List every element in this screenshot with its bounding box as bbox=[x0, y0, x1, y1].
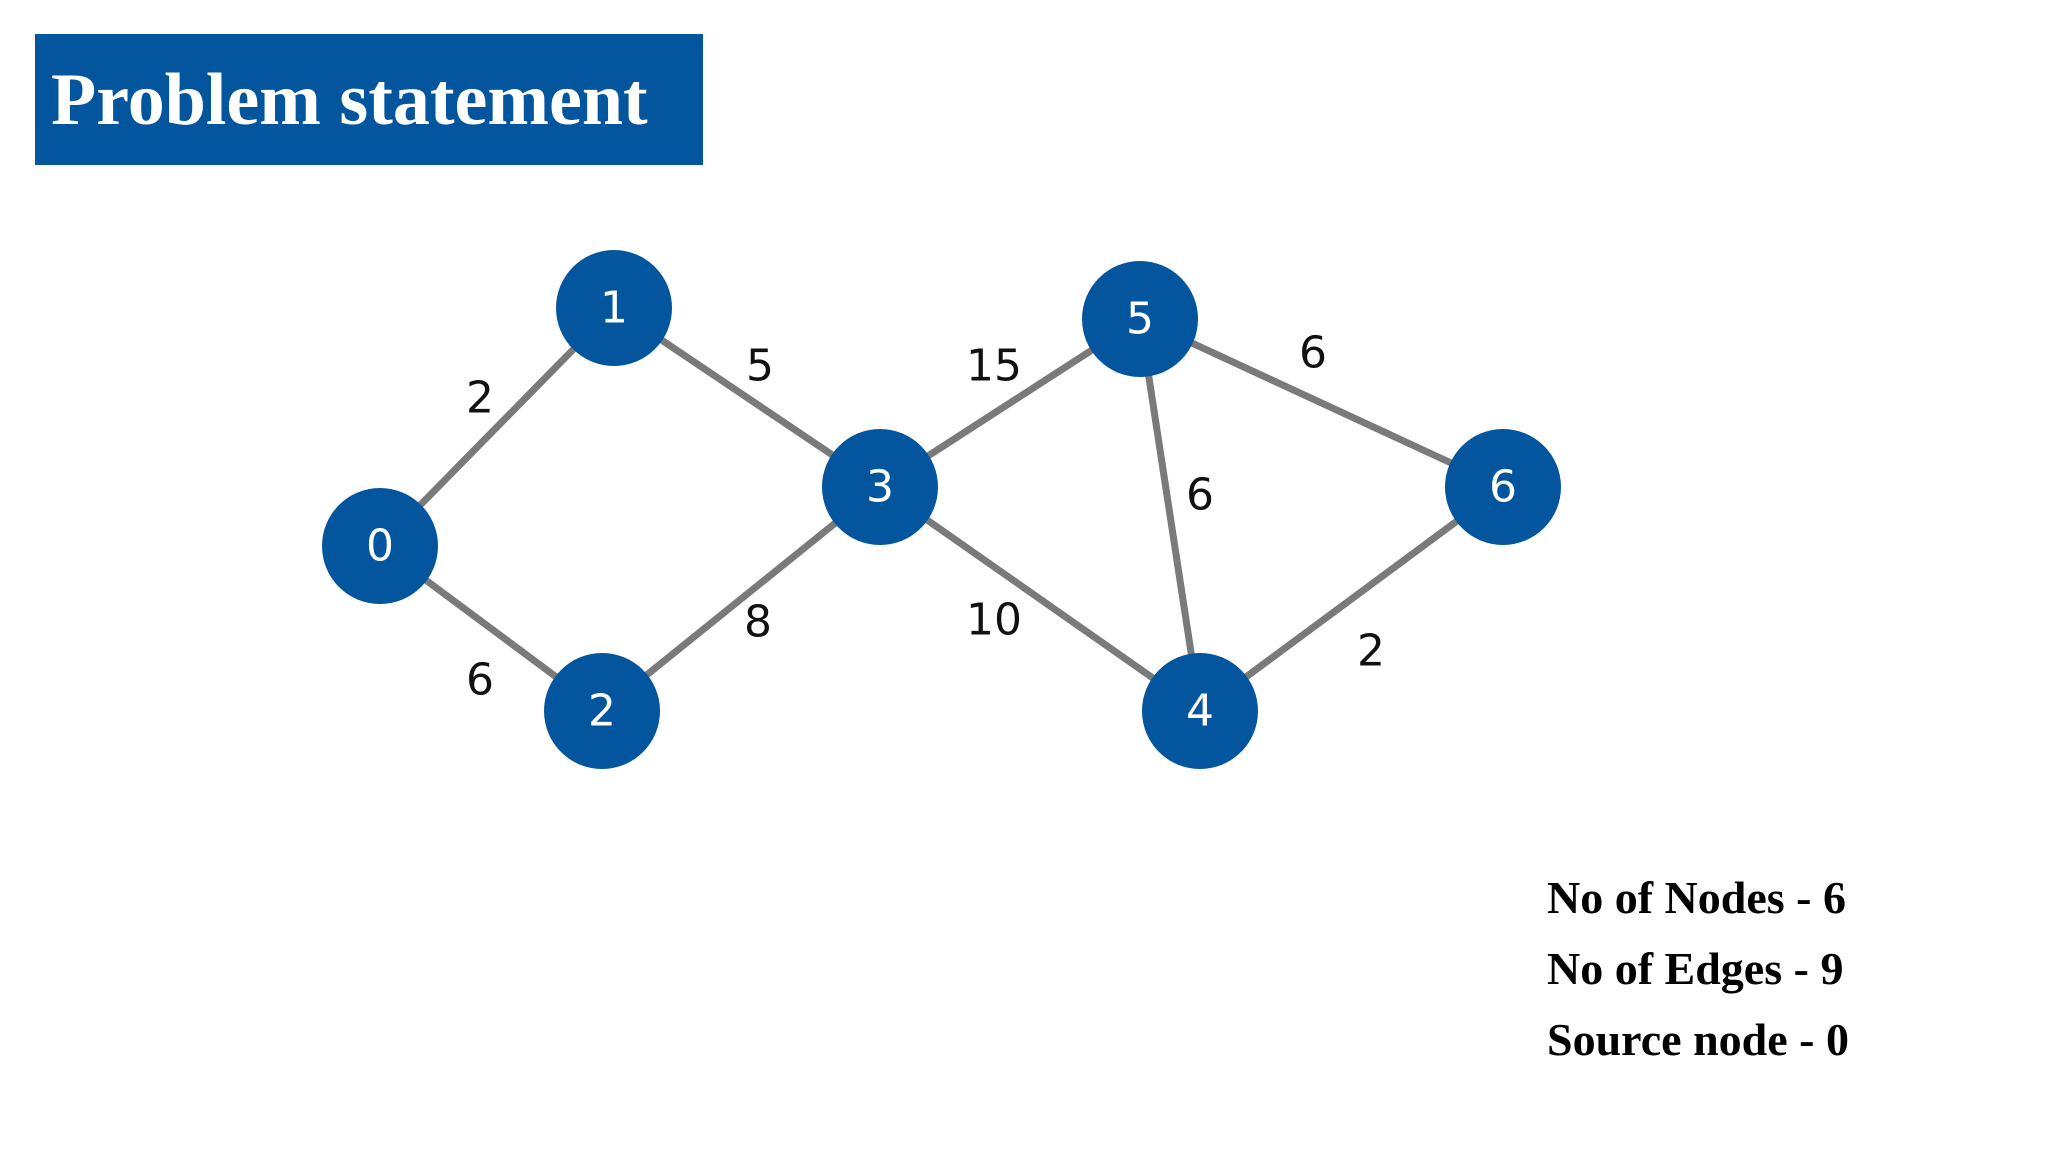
node-4: 4 bbox=[1142, 653, 1258, 769]
page-title: Problem statement bbox=[51, 58, 648, 141]
edge-weights-layer: 2 6 5 8 15 10 6 6 2 bbox=[466, 328, 1385, 706]
node-label-0: 0 bbox=[366, 521, 394, 572]
node-circle-5 bbox=[1082, 261, 1198, 377]
node-2: 2 bbox=[544, 653, 660, 769]
edge-5-4 bbox=[1136, 315, 1204, 715]
title-banner: Problem statement bbox=[35, 34, 703, 165]
node-count-text: No of Nodes - 6 bbox=[1547, 872, 1846, 923]
node-3: 3 bbox=[822, 429, 938, 545]
edge-5-6 bbox=[1136, 315, 1507, 491]
node-circle-3 bbox=[822, 429, 938, 545]
edge-weight-0-2: 6 bbox=[466, 655, 494, 706]
edges-layer bbox=[376, 304, 1507, 715]
node-label-4: 4 bbox=[1186, 686, 1214, 737]
node-label-5: 5 bbox=[1126, 294, 1154, 345]
edge-weight-1-3: 5 bbox=[746, 341, 774, 392]
edge-weight-5-6: 6 bbox=[1299, 328, 1327, 379]
node-label-1: 1 bbox=[600, 283, 628, 334]
edge-2-3 bbox=[598, 483, 884, 715]
node-0: 0 bbox=[322, 488, 438, 604]
node-label-6: 6 bbox=[1489, 462, 1517, 513]
node-label-2: 2 bbox=[588, 686, 616, 737]
node-5: 5 bbox=[1082, 261, 1198, 377]
node-circle-0 bbox=[322, 488, 438, 604]
node-circle-2 bbox=[544, 653, 660, 769]
edge-3-4 bbox=[876, 483, 1204, 715]
node-6: 6 bbox=[1445, 429, 1561, 545]
edge-weight-3-4: 10 bbox=[966, 595, 1022, 646]
nodes-layer: 0 1 2 3 4 5 6 bbox=[322, 250, 1561, 769]
node-circle-1 bbox=[556, 250, 672, 366]
node-circle-6 bbox=[1445, 429, 1561, 545]
edge-weight-0-1: 2 bbox=[466, 373, 494, 424]
edge-weight-5-4: 6 bbox=[1186, 470, 1214, 521]
edge-count-text: No of Edges - 9 bbox=[1547, 943, 1844, 994]
source-node-text: Source node - 0 bbox=[1547, 1014, 1849, 1065]
edge-weight-3-5: 15 bbox=[966, 341, 1022, 392]
node-label-3: 3 bbox=[866, 462, 894, 513]
node-1: 1 bbox=[556, 250, 672, 366]
node-circle-4 bbox=[1142, 653, 1258, 769]
edge-weight-4-6: 2 bbox=[1357, 626, 1385, 677]
edge-weight-2-3: 8 bbox=[744, 597, 772, 648]
edge-4-6 bbox=[1196, 483, 1507, 715]
graph-info: No of Nodes - 6 No of Edges - 9 Source n… bbox=[1547, 862, 1849, 1075]
